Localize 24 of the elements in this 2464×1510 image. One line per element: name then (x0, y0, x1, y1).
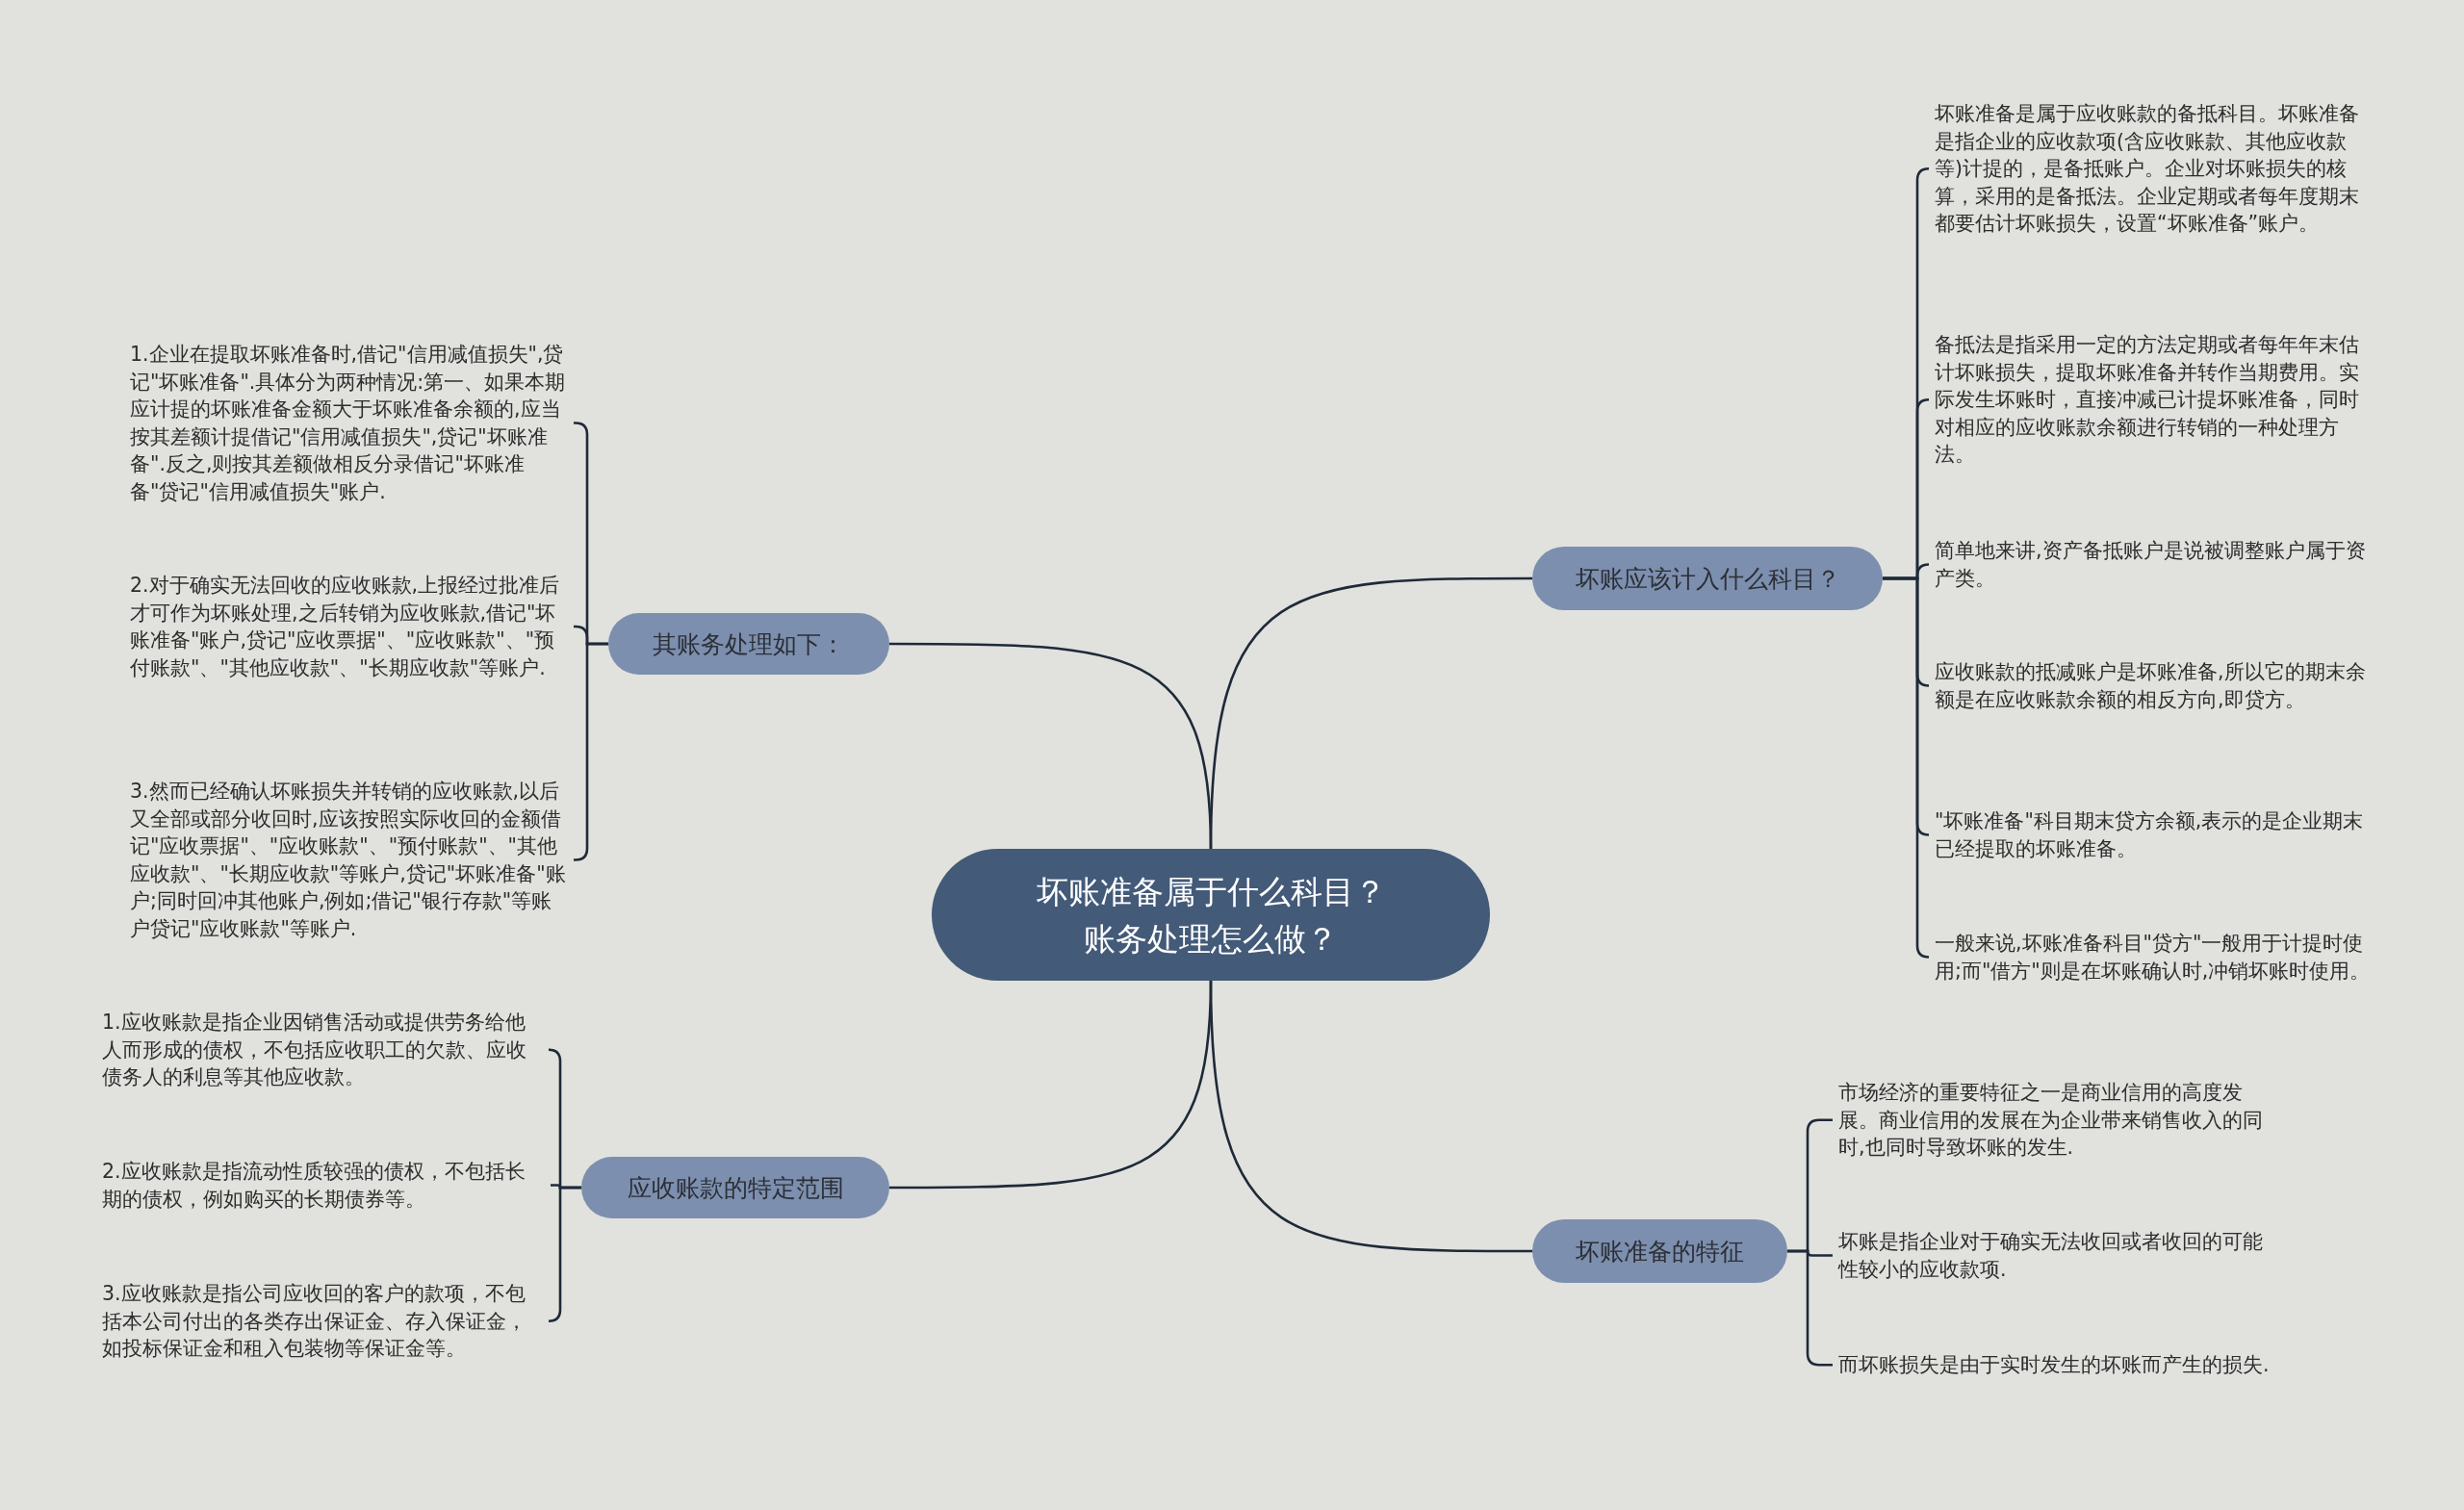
note-text: 备抵法是指采用一定的方法定期或者每年年末估计坏账损失，提取坏账准备并转作当期费用。实际发生坏账时，直接冲减已计提坏账准备，同时对相应的应收账款余额进行转销的一种处理方法。 (1935, 331, 2373, 469)
note-text: 3.应收账款是指公司应收回的客户的款项，不包括本公司付出的各类存出保证金、存入保证金，如投标保证金和租入包装物等保证金等。 (102, 1280, 545, 1363)
note-text: 1.应收账款是指企业因销售活动或提供劳务给他人而形成的债权，不包括应收职工的欠款、应收债务人的利息等其他应收款。 (102, 1009, 545, 1091)
connector-line (889, 642, 1213, 850)
note-text: "坏账准备"科目期末贷方余额,表示的是企业期末已经提取的坏账准备。 (1935, 807, 2373, 862)
connector-line (1883, 576, 1931, 959)
note-text: 而坏账损失是由于实时发生的坏账而产生的损失. (1838, 1351, 2276, 1379)
note-text: 市场经济的重要特征之一是商业信用的高度发展。商业信用的发展在为企业带来销售收入的同时,也同时导致坏账的发生. (1838, 1079, 2276, 1162)
topic-box: 坏账准备的特征 (1532, 1219, 1787, 1283)
connector-line (547, 1186, 581, 1323)
note-text: 坏账是指企业对于确实无法收回或者收回的可能性较小的应收款项. (1838, 1228, 2276, 1283)
note-text: 1.企业在提取坏账准备时,借记"信用减值损失",贷记"坏账准备".具体分为两种情况:第一、如果本期应计提的坏账准备金额大于坏账准备余额的,应当按其差额计提借记"信用减值损失",贷记"坏账准备".反之,则按其差额做相反分录借记"坏账准备"贷记"信用减值损失"账户. (130, 341, 568, 505)
central-topic: 坏账准备属于什么科目？账务处理怎么做？ (932, 849, 1490, 981)
topic-box: 应收账款的特定范围 (581, 1157, 889, 1218)
note-text: 应收账款的抵减账户是坏账准备,所以它的期末余额是在应收账款余额的相反方向,即贷方。 (1935, 658, 2373, 713)
note-text: 简单地来讲,资产备抵账户是说被调整账户属于资产类。 (1935, 537, 2373, 592)
topic-box: 其账务处理如下： (608, 613, 889, 675)
topic-box: 坏账应该计入什么科目？ (1532, 547, 1883, 610)
note-text: 一般来说,坏账准备科目"贷方"一般用于计提时使用;而"借方"则是在坏账确认时,冲销坏账时使用。 (1935, 930, 2373, 985)
note-text: 2.对于确实无法回收的应收账款,上报经过批准后才可作为坏账处理,之后转销为应收账款,借记"坏账准备"账户,贷记"应收票据"、"应收账款"、"预付账款"、"其他应收款"、"长期应收款"等账户. (130, 572, 568, 681)
note-text: 坏账准备是属于应收账款的备抵科目。坏账准备是指企业的应收款项(含应收账款、其他应收款等)计提的，是备抵账户。企业对坏账损失的核算，采用的是备抵法。企业定期或者每年度期末都要估计坏账损失，设置“坏账准备”账户。 (1935, 100, 2373, 238)
note-text: 2.应收账款是指流动性质较强的债权，不包括长期的债权，例如购买的长期债券等。 (102, 1158, 545, 1213)
connector-line (889, 980, 1213, 1190)
note-text: 3.然而已经确认坏账损失并转销的应收账款,以后又全部或部分收回时,应该按照实际收回的金额借记"应收票据"、"应收账款"、"预付账款"、"其他应收款"、"长期应收款"等账户,贷记"坏账准备"账户;同时回冲其他账户,例如;借记"银行存款"等账户贷记"应收账款"等账户. (130, 778, 568, 942)
